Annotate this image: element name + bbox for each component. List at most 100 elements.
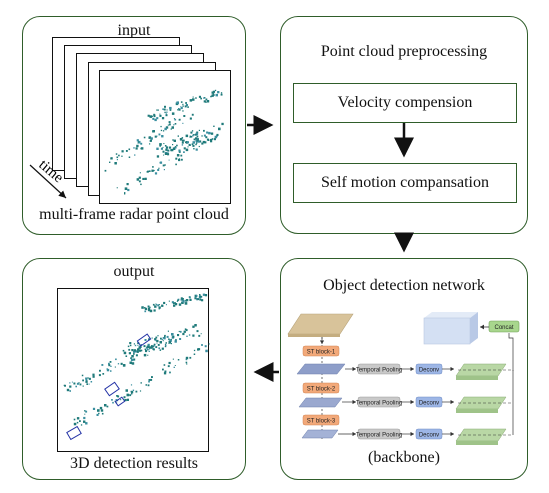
radar-point [187,146,189,148]
radar-point [79,420,81,422]
radar-point [109,161,111,163]
radar-point [196,139,199,142]
radar-point [197,137,199,139]
radar-point [192,144,195,147]
radar-point [173,366,175,368]
radar-point [110,157,113,160]
radar-point [178,151,181,153]
radar-point [175,339,177,341]
radar-point [71,381,73,383]
radar-point [208,131,211,135]
radar-point [121,150,124,153]
radar-point [133,353,135,355]
radar-point [162,146,164,148]
radar-point [164,343,166,345]
radar-point [185,134,189,138]
radar-point [160,147,163,150]
radar-point [152,345,155,348]
radar-point [198,95,201,98]
radar-point [186,299,189,302]
radar-point [166,335,169,338]
radar-point [174,123,177,125]
radar-point [187,106,189,108]
radar-point [192,325,195,328]
radar-point [158,308,160,310]
radar-point [166,111,168,113]
radar-point [199,140,202,143]
radar-point [138,346,141,349]
radar-point [110,365,112,367]
radar-point [185,358,188,361]
radar-point [144,310,147,313]
radar-point [147,384,150,387]
radar-point [145,350,148,353]
radar-point [136,350,139,353]
radar-point [131,349,134,352]
radar-point [88,377,91,380]
radar-point [189,296,191,299]
radar-point [168,361,171,365]
radar-point [140,142,143,145]
temporal-pooling-1-label: Temporal Pooling [356,368,402,374]
radar-point [106,368,108,370]
radar-point [136,139,139,142]
radar-point [201,344,203,346]
radar-point [69,385,72,388]
radar-point [159,161,163,164]
radar-point [211,94,214,97]
radar-point [205,98,208,101]
radar-point [173,304,176,307]
radar-point [217,91,220,94]
radar-point [162,340,164,342]
radar-point [158,306,161,309]
radar-point [200,333,202,335]
radar-point [177,135,179,137]
radar-point [126,398,129,401]
radar-point [149,115,153,118]
radar-point [177,109,179,111]
radar-point [189,135,192,138]
radar-point [109,361,112,363]
radar-point [162,108,164,110]
radar-point [176,300,178,302]
radar-point [176,154,180,157]
radar-point [162,150,165,153]
radar-point [81,374,84,377]
radar-point [185,141,187,144]
detection-box [104,381,120,397]
radar-point [184,302,188,305]
radar-point [168,338,170,340]
radar-point [126,183,129,186]
radar-point [128,352,131,355]
radar-point [139,390,142,392]
radar-point [205,136,208,139]
radar-point [137,342,140,345]
radar-point [163,301,166,304]
radar-point [164,145,167,147]
radar-point [158,347,161,350]
radar-point [147,343,150,347]
radar-point [125,150,128,152]
radar-point [76,421,79,424]
radar-point [100,409,104,412]
radar-point [177,334,180,337]
radar-point [138,176,141,179]
radar-point [174,302,176,304]
radar-point [163,154,165,156]
radar-point [85,410,88,413]
st-block-1 [302,345,340,357]
radar-point [147,307,151,310]
radar-point [161,304,164,307]
radar-point [159,145,161,147]
radar-point [137,142,139,144]
radar-point [156,117,159,120]
feature-map-3 [301,429,339,439]
radar-point [148,338,151,341]
concat-label: Concat [494,325,513,331]
radar-point [130,357,132,359]
radar-point [182,139,185,142]
radar-point [159,341,162,344]
radar-point [178,108,181,111]
radar-point [193,148,195,150]
radar-point [180,106,182,108]
